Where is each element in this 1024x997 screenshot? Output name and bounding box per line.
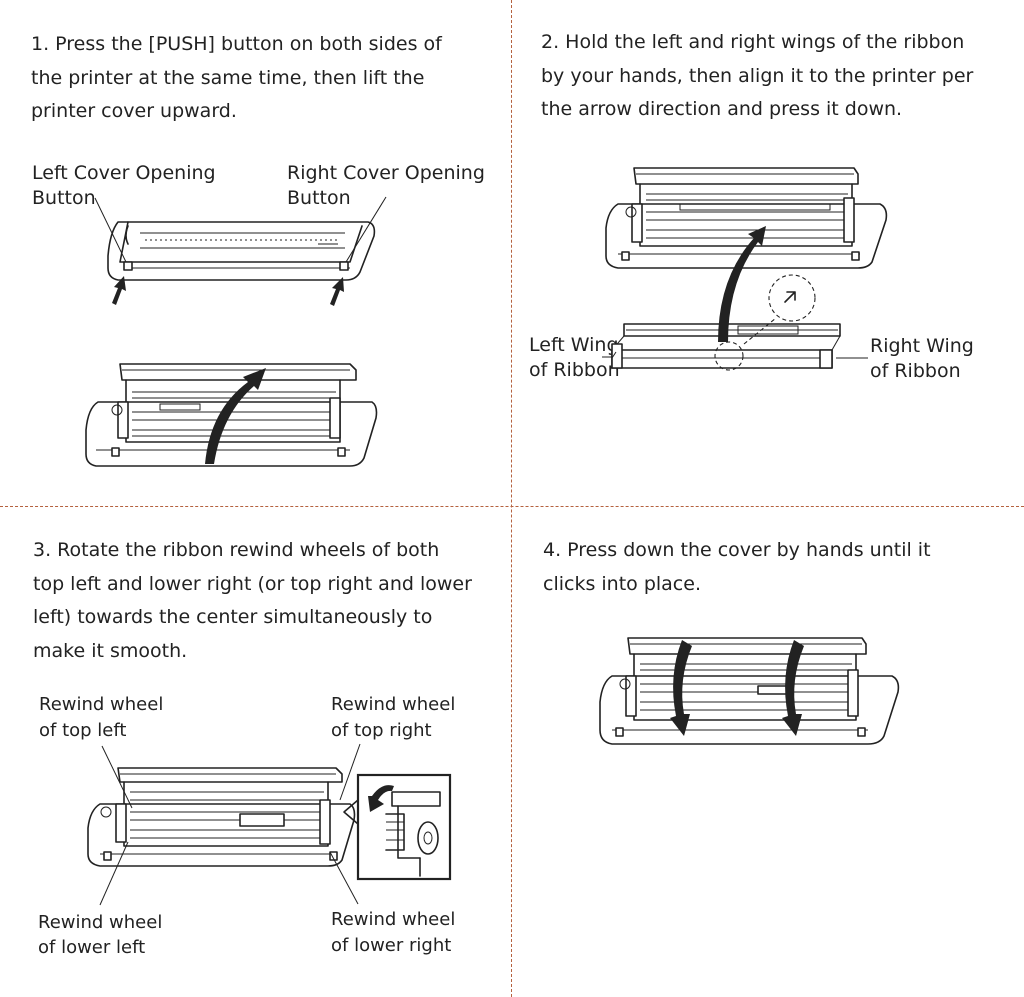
press-down-arrow-right-icon — [782, 640, 804, 736]
press-down-arrow-left-icon — [670, 640, 692, 736]
lift-cover-arrow-icon — [205, 368, 266, 464]
left-wing-label-line1: Left Wing — [529, 334, 619, 356]
rewind-top-left-label-line1: Rewind wheel — [39, 694, 164, 715]
ribbon-detail-circle — [768, 274, 816, 322]
rewind-top-right-label-line2: of top right — [331, 720, 432, 741]
step-2-text: 2. Hold the left and right wings of the … — [541, 31, 974, 120]
push-arrow-left-icon — [112, 276, 126, 305]
closing-printer-illustration — [599, 637, 900, 745]
ribbon-detail-arrow-icon — [784, 291, 796, 303]
vertical-divider — [511, 0, 512, 997]
right-cover-button-label-line1: Right Cover Opening — [287, 162, 485, 184]
rewind-top-right-label-line1: Rewind wheel — [331, 694, 456, 715]
rewind-printer-illustration — [87, 743, 361, 906]
right-wing-label-line1: Right Wing — [870, 335, 974, 357]
step-3-text: 3. Rotate the ribbon rewind wheels of bo… — [33, 539, 472, 662]
rewind-lower-right-label-line1: Rewind wheel — [331, 909, 456, 930]
ribbon-cartridge-illustration — [602, 323, 868, 369]
rewind-top-left-label-line2: of top left — [39, 720, 127, 741]
closed-printer-illustration — [94, 196, 387, 281]
left-cover-button-label-line2: Button — [32, 187, 96, 209]
left-wing-label-line2: of Ribbon — [529, 359, 620, 381]
rewind-lower-left-label-line2: of lower left — [38, 937, 146, 958]
horizontal-divider — [0, 506, 1024, 507]
ribbon-detail-small-circle — [714, 341, 744, 371]
ribbon-printer-illustration — [605, 167, 888, 269]
right-cover-button-label-line2: Button — [287, 187, 351, 209]
insert-ribbon-arrow-icon — [718, 226, 766, 342]
push-arrow-right-icon — [330, 277, 344, 306]
step-4-text: 4. Press down the cover by hands until i… — [543, 539, 931, 595]
step-1-text: 1. Press the [PUSH] button on both sides… — [31, 33, 442, 122]
rewind-wheel-detail-inset — [343, 773, 452, 881]
open-printer-illustration — [85, 363, 378, 467]
right-wing-label-line2: of Ribbon — [870, 360, 961, 382]
left-cover-button-label-line1: Left Cover Opening — [32, 162, 216, 184]
rewind-lower-right-label-line2: of lower right — [331, 935, 452, 956]
rewind-lower-left-label-line1: Rewind wheel — [38, 912, 163, 933]
